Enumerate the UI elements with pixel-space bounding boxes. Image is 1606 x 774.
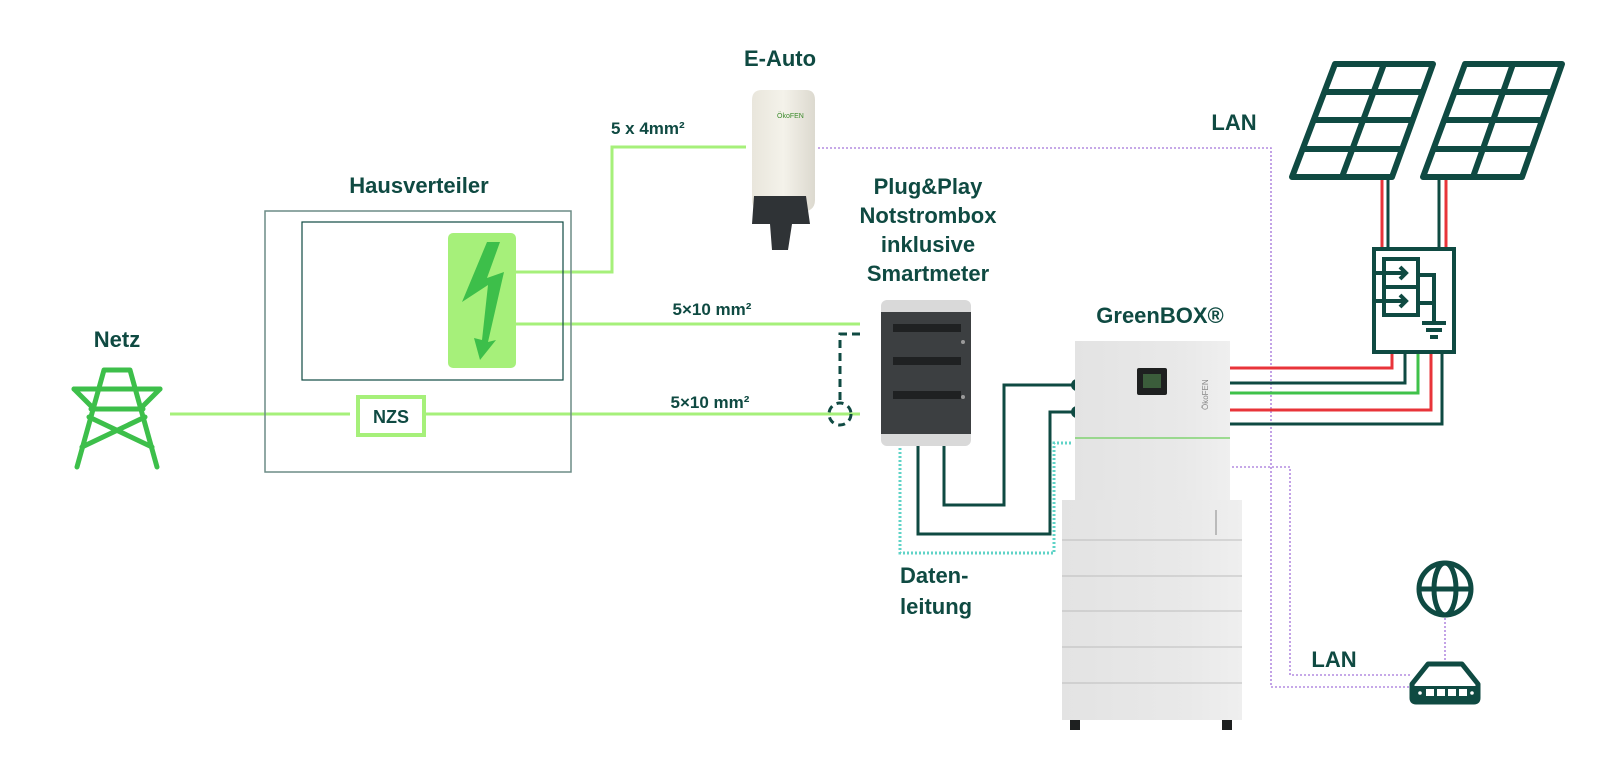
- power-tower-icon: [71, 367, 163, 470]
- pv-cables: [1228, 178, 1448, 426]
- pv-array: [1289, 61, 1565, 180]
- distribution-cabinet-icon: [881, 300, 971, 446]
- ev-label: E-Auto: [744, 46, 816, 71]
- ev-brand: ÖkoFEN: [777, 112, 804, 120]
- globe-icon: [1416, 560, 1474, 618]
- greenbox-label: GreenBOX®: [1096, 303, 1223, 328]
- cable-top-label: 5×10 mm²: [673, 300, 752, 319]
- backup-box-node: Plug&Play Notstrombox inklusive Smartmet…: [671, 174, 998, 619]
- lan-bottom-label: LAN: [1311, 647, 1356, 672]
- distribution-outer-box: [264, 210, 572, 473]
- pv-combiner-box-icon: [1372, 247, 1456, 354]
- backup-label-line-4: Smartmeter: [867, 261, 990, 286]
- backup-switch-dashed: [827, 332, 860, 427]
- backup-label-line-3: inklusive: [881, 232, 975, 257]
- battery-storage-icon: ÖkoFEN: [1062, 341, 1242, 730]
- greenbox-node: GreenBOX® ÖkoFEN: [1062, 303, 1242, 730]
- data-line-label-1: Daten-: [900, 563, 968, 588]
- distribution-to-ev-line: [503, 145, 746, 274]
- grid-node: Netz: [71, 327, 163, 470]
- grid-label: Netz: [94, 327, 140, 352]
- distribution-inner-box: [301, 221, 564, 381]
- distribution-label: Hausverteiler: [349, 173, 489, 198]
- nzs-meter[interactable]: [356, 395, 426, 437]
- greenbox-brand: ÖkoFEN: [1201, 379, 1210, 410]
- ev-cable-label: 5 x 4mm²: [611, 119, 685, 138]
- lightning-bolt-icon: [462, 242, 504, 360]
- lan-lines: [818, 147, 1446, 688]
- data-line-label-2: leitung: [900, 594, 972, 619]
- wallbox-charger-icon: ÖkoFEN: [752, 90, 815, 250]
- backup-label-line-2: Notstrombox: [860, 203, 998, 228]
- ev-node: E-Auto ÖkoFEN 5 x 4mm²: [611, 46, 816, 250]
- backup-label-line-1: Plug&Play: [874, 174, 984, 199]
- cable-bottom-label: 5×10 mm²: [671, 393, 750, 412]
- lan-top-label: LAN: [1211, 110, 1256, 135]
- router-icon[interactable]: [1409, 661, 1481, 705]
- nzs-label: NZS: [373, 407, 409, 427]
- solar-panel-icon: [1420, 61, 1565, 180]
- lightning-panel: [448, 233, 516, 368]
- distribution-board-node: Hausverteiler NZS: [264, 173, 572, 473]
- data-line: [898, 441, 1073, 555]
- solar-panel-icon: [1289, 61, 1436, 180]
